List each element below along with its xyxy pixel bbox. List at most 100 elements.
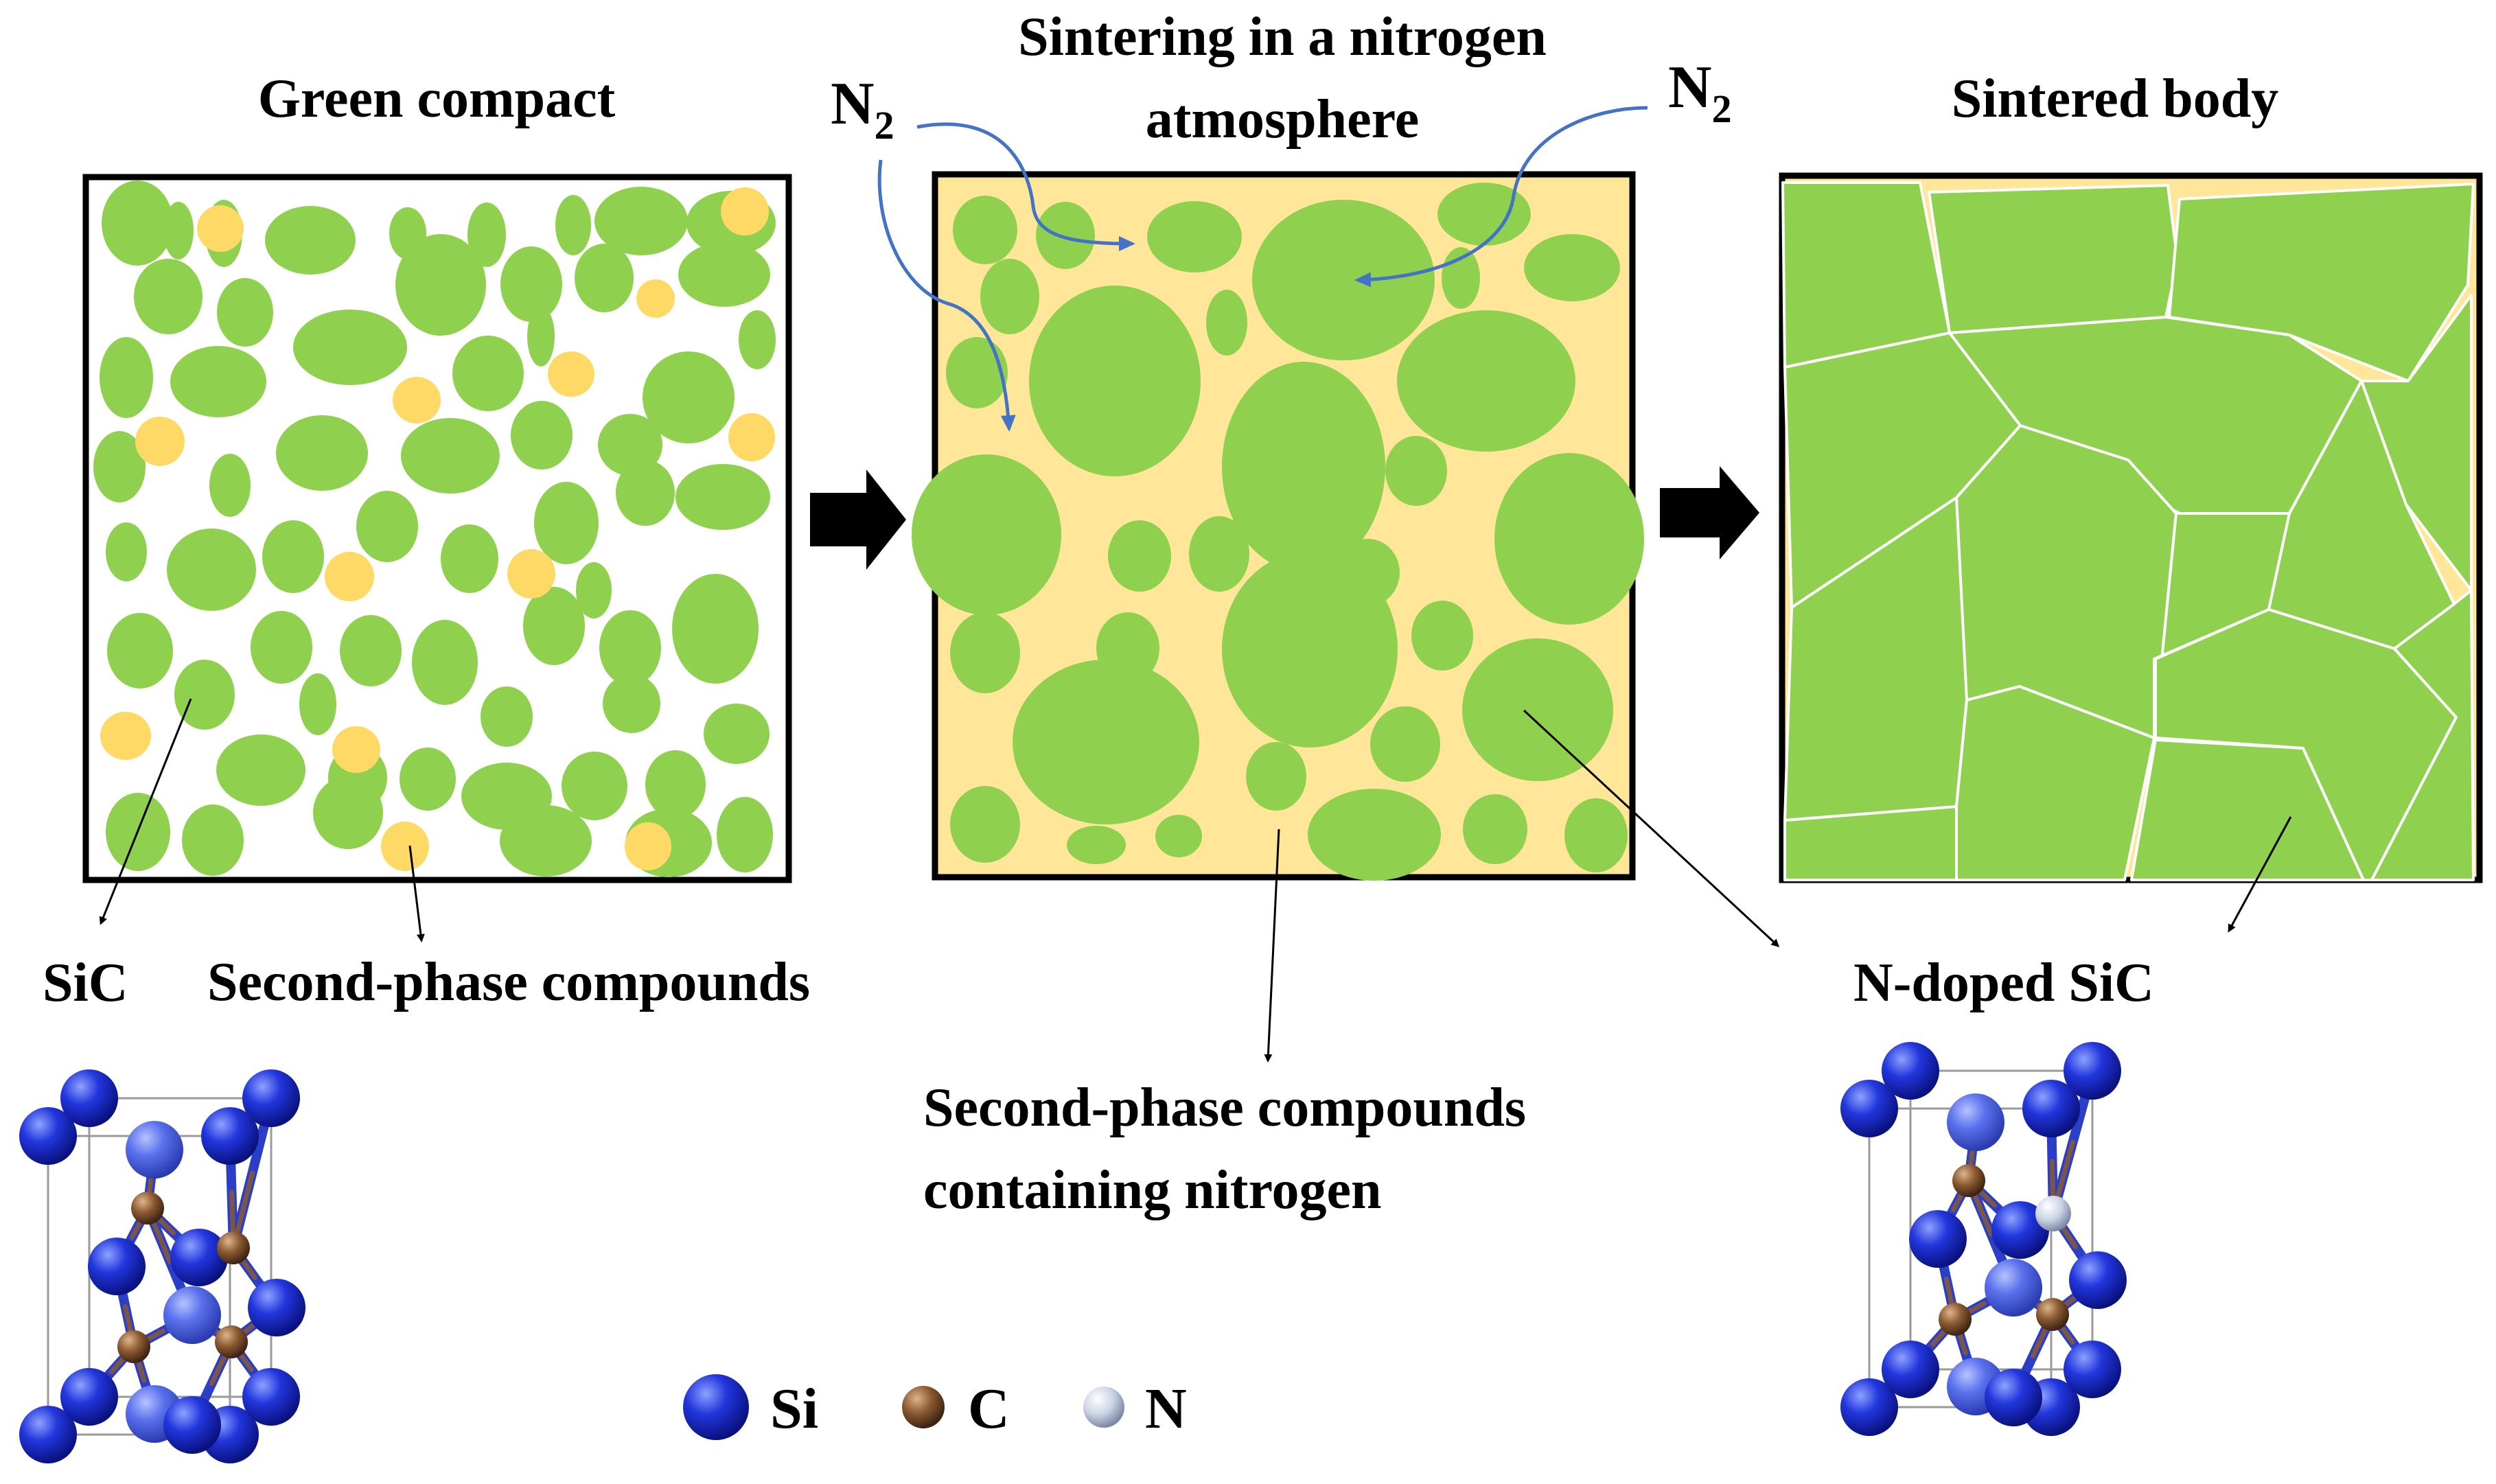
sic-grain [603, 674, 660, 733]
sic-grain [1067, 826, 1126, 864]
sic-grain [107, 613, 173, 688]
sic-grain [313, 776, 383, 849]
second-phase-particle [325, 552, 374, 601]
sic-grain [704, 704, 770, 764]
sic-grain [739, 310, 776, 369]
second-phase-particle [548, 351, 594, 397]
second-phase-particles [100, 187, 775, 871]
sic-grain [102, 181, 173, 266]
second-phase-particle [507, 549, 555, 599]
legend-si-label: Si [770, 1377, 818, 1441]
title-sintering-line2: atmosphere [1146, 89, 1419, 150]
n2-arrow-3 [1354, 106, 1648, 288]
sic-grain [1036, 202, 1095, 269]
legend-n-label: N [1145, 1377, 1187, 1441]
sic-grain [511, 401, 573, 469]
leader-sic [99, 698, 192, 925]
sic-grain [1437, 183, 1531, 246]
c-atom [2036, 1298, 2069, 1331]
second-phase-particle [728, 413, 775, 461]
si-atom [1985, 1369, 2042, 1426]
n2-label-right: N2 [1668, 54, 1732, 131]
sic-grain [216, 734, 305, 806]
sic-grain [452, 336, 524, 411]
n2-label-left: N2 [831, 71, 894, 148]
second-phase-particle [135, 417, 185, 466]
callout-lines [99, 698, 2292, 1063]
n2-arrow-1 [916, 122, 1135, 251]
sic-grain [672, 574, 759, 684]
sic-grain [980, 259, 1039, 334]
sintering-panel [912, 171, 1644, 881]
title-green-compact: Green compact [258, 69, 616, 129]
n-atom [2035, 1196, 2071, 1231]
c-atom [117, 1330, 150, 1363]
sic-grain [1246, 742, 1306, 811]
sic-grain [265, 206, 356, 275]
si-atom [2022, 1080, 2080, 1137]
sic-grain [134, 259, 203, 334]
si-atom [1991, 1201, 2049, 1259]
c-atom [1939, 1303, 1972, 1336]
c-atom [131, 1192, 164, 1225]
sic-grain [299, 673, 336, 735]
sic-grain [182, 804, 244, 876]
sic-grain [1783, 805, 1958, 881]
si-atom [1882, 1042, 1939, 1100]
sic-grain [481, 686, 533, 747]
si-atom [1985, 1259, 2042, 1317]
sic-grain [400, 747, 456, 811]
sintered-body-panel [1779, 172, 2483, 883]
sic-grain [950, 612, 1020, 693]
n2-label-right-sub: 2 [1712, 86, 1732, 131]
sic-grain [1206, 290, 1247, 356]
sic-grain [93, 431, 146, 502]
si-atom [2064, 1341, 2121, 1398]
sic-grain [209, 454, 251, 517]
sic-grain [293, 310, 407, 385]
sic-crystal-structure [19, 1069, 305, 1463]
label-sic: SiC [43, 953, 128, 1013]
si-atom [163, 1286, 221, 1344]
legend-n-swatch [1083, 1387, 1124, 1428]
sic-grain [167, 529, 256, 611]
sic-grain [174, 660, 235, 730]
sic-grain [401, 418, 500, 494]
si-atom [1840, 1080, 1898, 1137]
atom-legend: Si C N [683, 1374, 1187, 1441]
sic-grain [616, 460, 675, 526]
si-atom [1882, 1341, 1939, 1398]
sic-grain [163, 202, 194, 259]
n2-label-left-base: N [831, 71, 875, 137]
sic-grain [106, 522, 147, 581]
c-atom [217, 1231, 250, 1264]
sic-grain [1463, 794, 1527, 864]
si-atom [2064, 1042, 2121, 1100]
sic-grain [953, 196, 1017, 264]
n2-label-left-sub: 2 [875, 103, 894, 148]
second-phase-particle [625, 822, 671, 870]
sic-grain [1189, 516, 1249, 592]
si-atom [2069, 1251, 2127, 1309]
sic-grain [467, 202, 506, 267]
sic-grain [395, 234, 486, 336]
sic-grain [599, 610, 661, 686]
sic-grain [1147, 201, 1242, 273]
label-second-phase-n-line2: containing nitrogen [923, 1160, 1382, 1220]
si-atom [1909, 1210, 1967, 1268]
polygonal-sic-grains [1781, 181, 2475, 881]
sic-grain [1494, 453, 1644, 625]
nitrogen-flow-arrows [877, 106, 1648, 432]
si-atom [248, 1279, 305, 1336]
green-compact-panel [82, 174, 792, 883]
si-atom [126, 1121, 183, 1179]
sic-grain [1462, 638, 1613, 781]
sic-grain [643, 351, 735, 443]
leader-n-doped-2 [2228, 816, 2292, 933]
sic-grain [1370, 706, 1440, 782]
si-atom [242, 1069, 300, 1127]
second-phase-particle [721, 187, 769, 235]
second-phase-particle [381, 822, 429, 871]
sic-grain [594, 187, 688, 255]
